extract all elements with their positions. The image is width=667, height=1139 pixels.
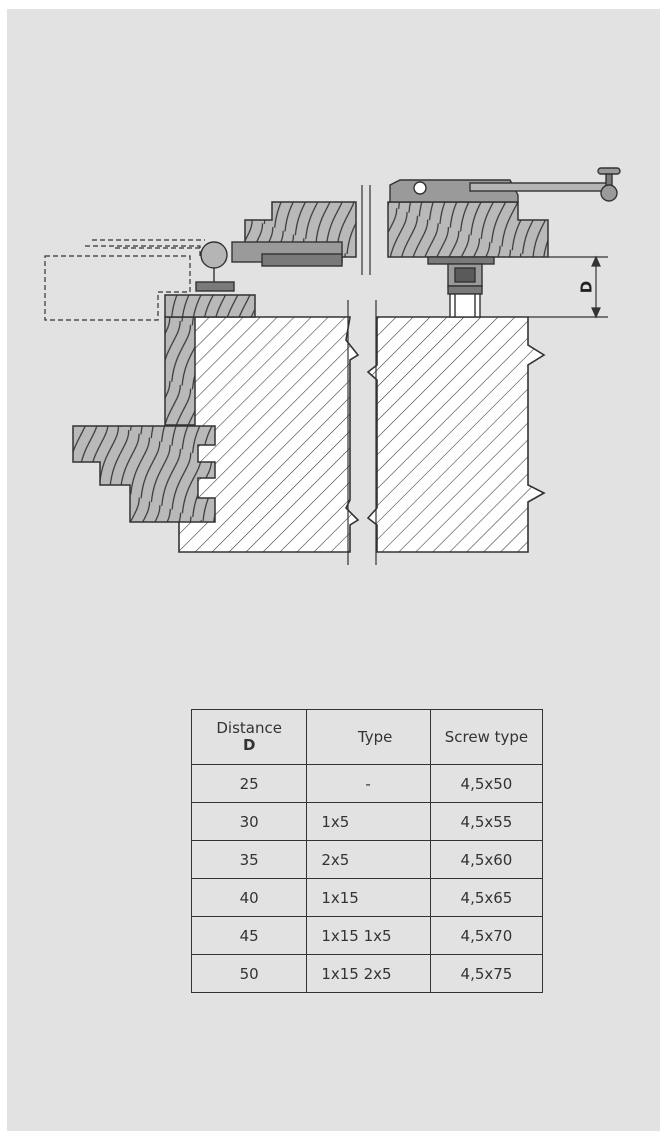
cell-distance: 30: [190, 802, 308, 841]
cell-distance: 45: [190, 916, 308, 955]
frame-profile: [72, 294, 256, 523]
cell-type: 1x5: [306, 802, 431, 841]
cell-type: -: [306, 764, 431, 803]
cell-screw: 4,5x50: [429, 764, 544, 803]
screw-spec-table: Distance D Type Screw type 25 - 4,5x50 3…: [190, 709, 544, 993]
table-row: 30 1x5 4,5x55: [190, 802, 544, 841]
dimension-label: D: [578, 281, 596, 293]
table-row: 45 1x15 1x5 4,5x70: [190, 916, 544, 955]
header-distance-symbol: D: [242, 736, 256, 754]
cell-screw: 4,5x60: [429, 840, 544, 879]
table-row: 40 1x15 4,5x65: [190, 878, 544, 917]
wall-section-right: [366, 316, 546, 553]
cell-type: 2x5: [306, 840, 431, 879]
dimension-d: [528, 255, 608, 319]
table-row: 35 2x5 4,5x60: [190, 840, 544, 879]
cell-distance: 50: [190, 954, 308, 993]
door-closer: [195, 167, 621, 292]
header-type: Type: [306, 709, 431, 765]
cell-distance: 40: [190, 878, 308, 917]
cell-screw: 4,5x65: [429, 878, 544, 917]
cell-type: 1x15: [306, 878, 431, 917]
mounting-bracket: [427, 256, 495, 318]
open-position-outline: [44, 239, 205, 321]
cell-type: 1x15 1x5: [306, 916, 431, 955]
installation-diagram: D: [44, 167, 621, 565]
cell-screw: 4,5x70: [429, 916, 544, 955]
cell-screw: 4,5x55: [429, 802, 544, 841]
header-distance-label: Distance: [216, 719, 282, 737]
break-lines: [347, 185, 377, 565]
table-row: 50 1x15 2x5 4,5x75: [190, 954, 544, 993]
table-row: 25 - 4,5x50: [190, 764, 544, 803]
cell-distance: 25: [190, 764, 308, 803]
header-screw-type: Screw type: [429, 709, 544, 765]
cell-distance: 35: [190, 840, 308, 879]
cell-screw: 4,5x75: [429, 954, 544, 993]
header-distance: Distance D: [190, 709, 308, 765]
table-header-row: Distance D Type Screw type: [190, 709, 544, 765]
cell-type: 1x15 2x5: [306, 954, 431, 993]
